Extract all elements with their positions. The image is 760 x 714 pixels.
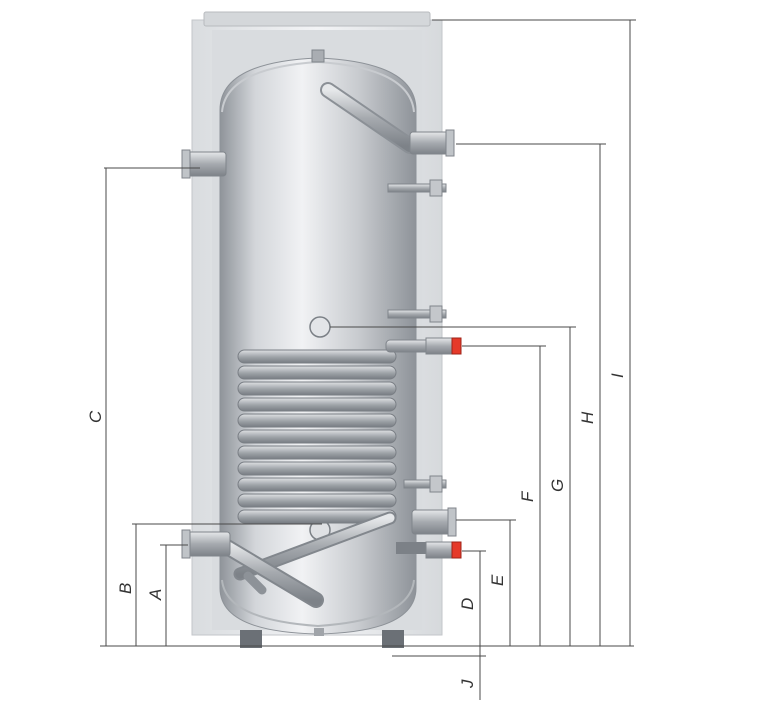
dimension-j: J — [392, 646, 486, 700]
dimension-c: C — [86, 167, 200, 646]
dimension-i: I — [432, 19, 636, 646]
dimension-d: D — [458, 550, 486, 646]
coil-outlet-red-cap — [451, 541, 462, 559]
dimension-e: E — [456, 519, 516, 646]
cold-water-inlet — [181, 529, 324, 608]
coil-inlet-red-cap — [451, 337, 462, 355]
left-upper-connection — [181, 149, 227, 179]
tank-bottom-dome — [221, 579, 415, 628]
dimension-label-g: G — [548, 479, 567, 492]
dimension-label-e: E — [488, 574, 507, 586]
dimension-label-f: F — [518, 490, 537, 502]
foot-right — [382, 630, 404, 648]
dimension-label-j: J — [458, 679, 477, 689]
thermometer-port — [309, 316, 331, 338]
foot-left — [240, 630, 262, 648]
dimension-label-c: C — [86, 410, 105, 423]
top-anode-fitting — [311, 49, 325, 63]
dimension-label-h: H — [578, 411, 597, 424]
hot-water-outlet-pipe — [320, 82, 455, 157]
dimension-g: G — [330, 326, 576, 646]
dimension-f: F — [462, 345, 546, 646]
dimension-label-d: D — [458, 598, 477, 610]
dimension-label-b: B — [116, 583, 135, 594]
dimension-a: A — [146, 544, 188, 646]
dimension-label-i: I — [608, 373, 627, 378]
right-lower-connection — [411, 507, 457, 537]
sensor-sleeves — [387, 179, 447, 493]
coil-inlet-connection — [425, 337, 462, 355]
dimension-lines: C B A D E F — [86, 19, 636, 700]
bottom-drain — [314, 628, 324, 636]
dimension-h: H — [456, 143, 606, 646]
dimension-b: B — [116, 523, 322, 646]
dimension-label-a: A — [146, 589, 165, 601]
coil-outlet-connection — [396, 541, 462, 559]
top-cap — [203, 11, 431, 27]
